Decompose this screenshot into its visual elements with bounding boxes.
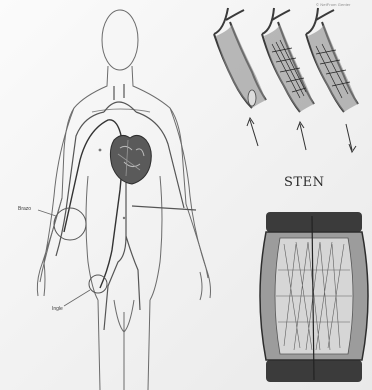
hand-right	[200, 268, 211, 300]
artery-step-3-arrow	[346, 124, 356, 152]
artery-step-1-balloon	[248, 90, 256, 106]
artery-step-2	[262, 8, 314, 150]
chest-line	[92, 109, 150, 112]
artery-panels	[214, 8, 358, 152]
torso-sides	[86, 176, 162, 300]
body-figure	[37, 10, 210, 390]
navel	[123, 217, 125, 219]
subclavian-left	[56, 112, 104, 256]
arm-callout-line	[38, 210, 56, 216]
artery-step-3	[306, 8, 358, 152]
arm-right	[170, 108, 206, 268]
copyright-caption: © NetFrom Genter	[316, 2, 351, 7]
artery-step-1-arrow	[247, 118, 258, 146]
heart-illustration	[110, 135, 151, 184]
groin-label: Ingle	[52, 306, 63, 312]
nipple-left	[99, 149, 102, 152]
iliac-right	[126, 236, 140, 310]
groin-callout-line	[64, 290, 90, 306]
arm-label: Brazo	[18, 206, 31, 212]
heart	[110, 135, 151, 184]
stent-title: STEN	[284, 175, 324, 190]
artery-step-1	[214, 8, 266, 146]
carotid	[114, 84, 124, 100]
artery-step-2-arrow	[297, 122, 306, 150]
arm-callout-circle	[54, 208, 86, 240]
stent-closeup	[260, 212, 368, 382]
head	[102, 10, 138, 70]
catheter-arm	[64, 120, 122, 232]
stent-vessel-top	[266, 212, 362, 232]
catheter-groin	[100, 168, 122, 288]
artery-step-3-fill	[308, 24, 358, 112]
aortic-arch	[104, 102, 136, 112]
